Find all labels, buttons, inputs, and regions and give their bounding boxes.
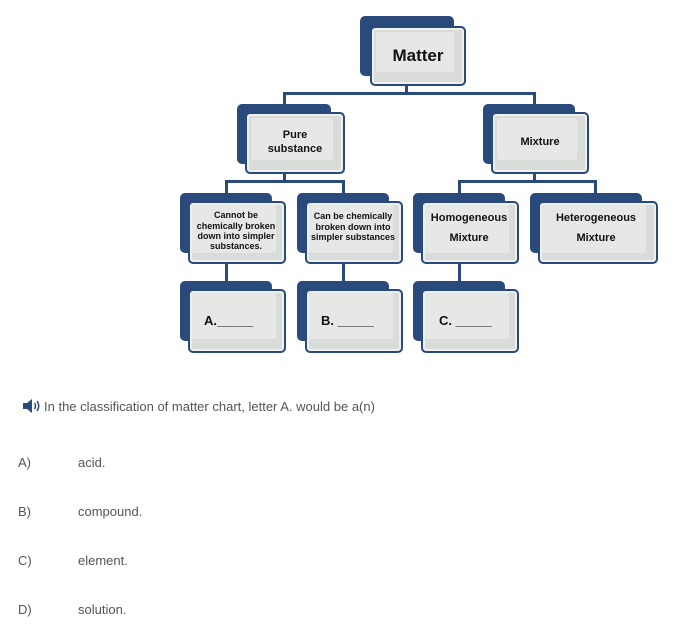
connector [458,180,596,183]
connector [342,180,345,194]
node-blank-a: A._____ [180,281,286,353]
node-label: Homogeneous Mixture [430,212,508,244]
connector [225,180,228,194]
node-label: Can be chemically broken down into simpl… [310,211,396,243]
connector [458,262,461,282]
answer-option-a[interactable]: A) acid. [18,455,318,473]
option-letter: C) [18,553,32,568]
option-text: acid. [78,455,106,470]
question-prompt: In the classification of matter chart, l… [22,398,375,414]
option-letter: B) [18,504,31,519]
classification-of-matter-diagram: Matter Pure substance Mixture Cannot be … [180,16,658,353]
node-label: B. _____ [321,312,374,328]
connector [283,92,286,106]
connector [533,172,536,182]
node-heterogeneous-mixture: Heterogeneous Mixture [530,193,658,264]
node-label: C. _____ [439,312,492,328]
option-text: solution. [78,602,127,617]
connector [225,262,228,282]
node-blank-b: B. _____ [297,281,403,353]
node-label: Matter [392,46,444,66]
node-mixture: Mixture [483,104,589,174]
answer-option-c[interactable]: C) element. [18,553,318,571]
option-text: compound. [78,504,143,519]
connector [533,92,536,106]
node-label: Mixture [520,136,560,149]
connector [594,180,597,194]
node-can-be-broken: Can be chemically broken down into simpl… [297,193,403,264]
question-text: In the classification of matter chart, l… [44,398,375,414]
answer-option-d[interactable]: D) solution. [18,602,318,620]
node-label: A._____ [204,312,254,328]
node-label: Heterogeneous Mixture [555,212,637,244]
option-letter: A) [18,455,31,470]
node-matter: Matter [360,16,466,86]
connector [405,82,408,94]
connector [283,172,286,182]
answer-option-b[interactable]: B) compound. [18,504,318,522]
node-label: Pure substance [267,129,323,155]
option-text: element. [78,553,128,568]
connector [225,180,345,183]
node-blank-c: C. _____ [413,281,519,353]
node-label: Cannot be chemically broken down into si… [196,210,276,252]
node-cannot-be-broken: Cannot be chemically broken down into si… [180,193,286,264]
node-homogeneous-mixture: Homogeneous Mixture [413,193,519,264]
option-letter: D) [18,602,32,617]
speaker-icon[interactable] [22,398,42,414]
connector [458,180,461,194]
node-pure-substance: Pure substance [237,104,345,174]
connector [283,92,535,95]
connector [342,262,345,282]
